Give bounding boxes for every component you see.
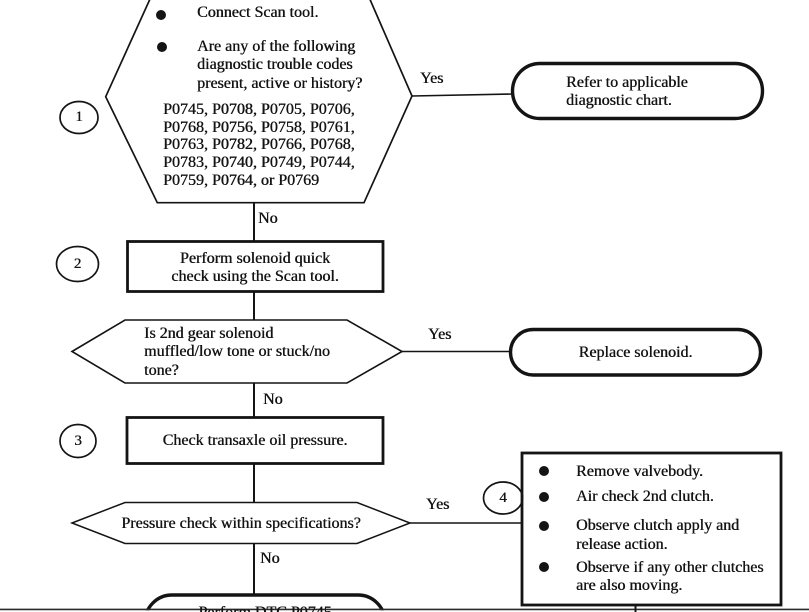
- q2-line2: muffled/low tone or stuck/no: [144, 343, 330, 361]
- result1-text: Refer to applicable diagnostic chart.: [566, 74, 688, 110]
- q1-bullet2-line3: present, active or history?: [197, 74, 363, 92]
- q1-bullet2-text: Are any of the following diagnostic trou…: [197, 38, 362, 94]
- terminator-refer-chart: [510, 61, 765, 121]
- q2-no-label: No: [263, 391, 283, 408]
- bullet-icon: [156, 10, 166, 20]
- page-cut-mask: [0, 610, 809, 612]
- step-number-3: 3: [74, 432, 82, 449]
- step3-text: Check transaxle oil pressure.: [162, 431, 348, 449]
- q2-line1: Is 2nd gear solenoid: [144, 325, 274, 342]
- result1-line1: Refer to applicable: [566, 74, 688, 91]
- note-item: Air check 2nd clutch.: [576, 488, 714, 505]
- terminator-dtc-p0745: [145, 593, 385, 612]
- step-number-2: 2: [73, 255, 82, 272]
- bullet-icon: [539, 562, 549, 572]
- step-circle-2: [55, 245, 100, 283]
- step-circle-3: [59, 423, 97, 459]
- bullet-icon: [539, 491, 549, 502]
- step-number-4: 4: [499, 489, 507, 506]
- q2-text: Is 2nd gear solenoid muffled/low tone or…: [144, 325, 330, 380]
- step-number-1: 1: [75, 109, 83, 125]
- q3-no-label: No: [260, 550, 280, 567]
- dtc-codes-line: P0745, P0708, P0705, P0706,: [163, 101, 355, 118]
- notes-box-4: [520, 451, 783, 607]
- q1-bullet1-text: Connect Scan tool.: [197, 3, 319, 21]
- step-circle-1: [59, 100, 99, 135]
- dtc-codes-line: P0768, P0756, P0758, P0761,: [163, 118, 355, 136]
- step2-line1: Perform solenoid quick: [179, 249, 331, 267]
- q3-text: Pressure check within specifications?: [121, 514, 361, 532]
- bullet-icon: [539, 520, 549, 531]
- q1-yes-label: Yes: [420, 70, 444, 87]
- result1-line2: diagnostic chart.: [566, 91, 672, 109]
- result3-text: Perform DTC P0745: [198, 603, 332, 612]
- bullet-icon: [539, 466, 549, 476]
- q3-yes-label: Yes: [426, 496, 450, 513]
- note-item: Observe clutch apply and release action.: [576, 517, 740, 553]
- step2-text: Perform solenoid quick check using the S…: [128, 250, 383, 287]
- bullet-icon: [157, 41, 167, 52]
- note-item: Observe if any other clutches are also m…: [576, 558, 764, 595]
- q2-line3: tone?: [144, 361, 179, 379]
- q2-yes-label: Yes: [428, 326, 452, 343]
- q1-bullet2-line1: Are any of the following: [197, 37, 356, 55]
- result2-text: Replace solenoid.: [578, 344, 693, 361]
- dtc-codes-line: P0783, P0740, P0749, P0744,: [163, 154, 355, 172]
- terminator-replace-solenoid: [508, 327, 763, 377]
- q1-dtc-code-list: P0745, P0708, P0705, P0706, P0768, P0756…: [163, 101, 355, 190]
- dtc-codes-line: P0759, P0764, or P0769: [163, 171, 320, 189]
- step2-line2: check using the Scan tool.: [171, 267, 339, 285]
- q1-no-label: No: [258, 210, 278, 227]
- process-box-2: [126, 240, 385, 293]
- connector-q1-yes: [411, 93, 515, 97]
- note-item: Remove valvebody.: [576, 462, 703, 480]
- dtc-codes-line: P0763, P0782, P0766, P0768,: [163, 136, 355, 154]
- q1-bullet2-line2: diagnostic trouble codes: [197, 56, 353, 74]
